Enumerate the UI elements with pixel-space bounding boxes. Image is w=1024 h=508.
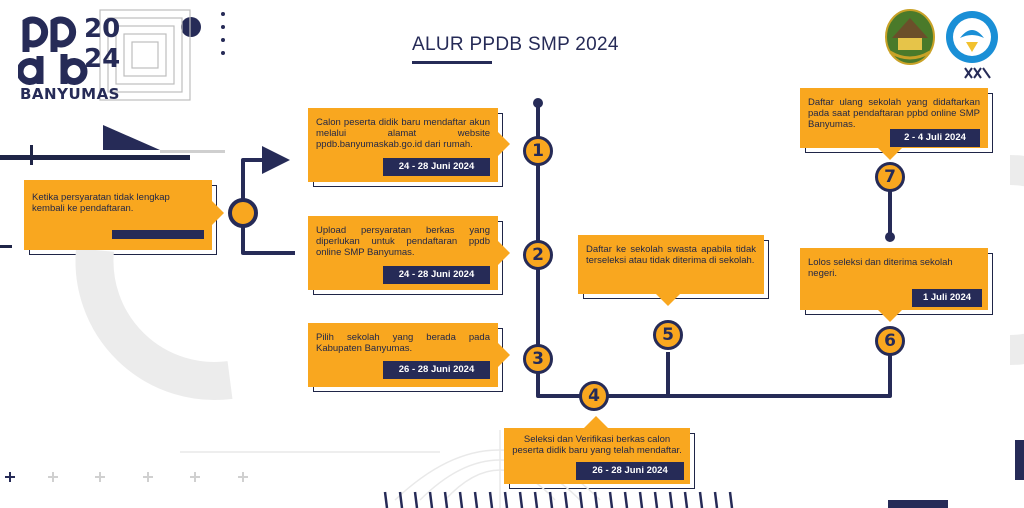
step-5-text: Daftar ke sekolah swasta apabila tidak t… [586, 244, 756, 266]
step-7-number: 7 [875, 162, 905, 192]
step-1-text: Calon peserta didik baru mendaftar akun … [316, 117, 490, 150]
step-1-box: Calon peserta didik baru mendaftar akun … [308, 108, 503, 187]
step-7-text: Daftar ulang sekolah yang didaftarkan pa… [808, 97, 980, 130]
step-6-text: Lolos seleksi dan diterima sekolah neger… [808, 257, 953, 279]
step-6-date: 1 Juli 2024 [912, 289, 982, 307]
step-5-box: Daftar ke sekolah swasta apabila tidak t… [578, 235, 769, 299]
step-4-number: 4 [579, 381, 609, 411]
step-6-box: Lolos seleksi dan diterima sekolah neger… [800, 248, 993, 315]
step-2-box: Upload persyaratan berkas yang diperluka… [308, 216, 503, 295]
step-1-date: 24 - 28 Juni 2024 [383, 158, 490, 176]
retry-bar [112, 230, 204, 239]
page-title: ALUR PPDB SMP 2024 [412, 34, 619, 55]
step-2-pointer [498, 241, 510, 265]
step-3-text: Pilih sekolah yang berada pada Kabupaten… [316, 332, 490, 354]
logo-year-top: 20 [84, 14, 121, 44]
retry-text: Ketika persyaratan tidak lengkap kembali… [32, 192, 170, 214]
step-3-pointer [498, 343, 510, 367]
ppdb-logo-mark [18, 16, 88, 85]
step-2-number: 2 [523, 240, 553, 270]
step-4-box: Seleksi dan Verifikasi berkas calon pese… [504, 428, 695, 489]
step-7-pointer [878, 148, 902, 160]
tut-wuri-handayani-icon [946, 11, 998, 63]
step-3-box: Pilih sekolah yang berada pada Kabupaten… [308, 323, 503, 392]
step-3-number: 3 [523, 344, 553, 374]
step-1-pointer [498, 132, 510, 156]
retry-box: Ketika persyaratan tidak lengkap kembali… [24, 180, 217, 255]
step-2-date: 24 - 28 Juni 2024 [383, 266, 490, 284]
step-1-number: 1 [523, 136, 553, 166]
logo-year-bottom: 24 [84, 44, 121, 74]
step-2-text: Upload persyaratan berkas yang diperluka… [316, 225, 490, 258]
banyumas-emblem-icon [885, 9, 935, 65]
logo-name: BANYUMAS [20, 85, 120, 103]
step-7-box: Daftar ulang sekolah yang didaftarkan pa… [800, 88, 993, 153]
step-4-pointer [584, 416, 608, 428]
retry-pointer [212, 201, 224, 225]
step-3-date: 26 - 28 Juni 2024 [383, 361, 490, 379]
step-5-pointer [656, 294, 680, 306]
step-4-text: Seleksi dan Verifikasi berkas calon pese… [512, 434, 682, 456]
step-6-pointer [878, 310, 902, 322]
title-underline [412, 61, 492, 64]
step-5-number: 5 [653, 320, 683, 350]
step-6-number: 6 [875, 326, 905, 356]
step-4-date: 26 - 28 Juni 2024 [576, 462, 684, 480]
step-7-date: 2 - 4 Juli 2024 [890, 129, 980, 147]
